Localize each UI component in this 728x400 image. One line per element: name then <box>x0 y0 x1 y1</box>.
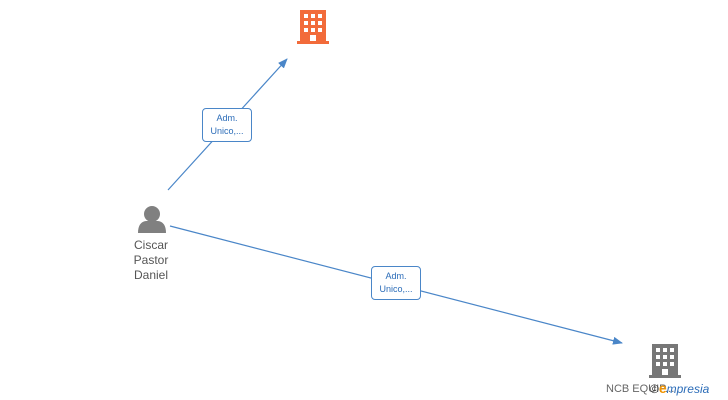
edge-label-box[interactable]: Adm. Unico,... <box>371 266 421 300</box>
person-name-line-3: Daniel <box>133 268 169 282</box>
edge-label-line-2: Unico,... <box>210 126 244 136</box>
edge-label-box[interactable]: Adm. Unico,... <box>202 108 252 142</box>
empresia-watermark: ©empresia <box>650 380 709 396</box>
person-name-line-1: Ciscar <box>133 238 168 252</box>
edge-label-line-1: Adm. <box>385 271 407 281</box>
brand-rest: mpresia <box>666 382 710 396</box>
person-name-line-2: Pastor <box>133 253 169 267</box>
edge-label-line-2: Unico,... <box>379 284 413 294</box>
copyright-symbol: © <box>650 382 659 396</box>
brand-e: e <box>658 380 667 396</box>
edge-label-line-1: Adm. <box>216 113 238 123</box>
person-name-label[interactable]: Ciscar Pastor Daniel <box>112 238 190 283</box>
company-main-building-icon[interactable] <box>297 10 329 44</box>
company-secondary-building-icon[interactable] <box>649 344 681 378</box>
company-secondary-label[interactable]: NCB EQUIP... <box>606 383 675 395</box>
person-icon[interactable] <box>138 206 166 233</box>
